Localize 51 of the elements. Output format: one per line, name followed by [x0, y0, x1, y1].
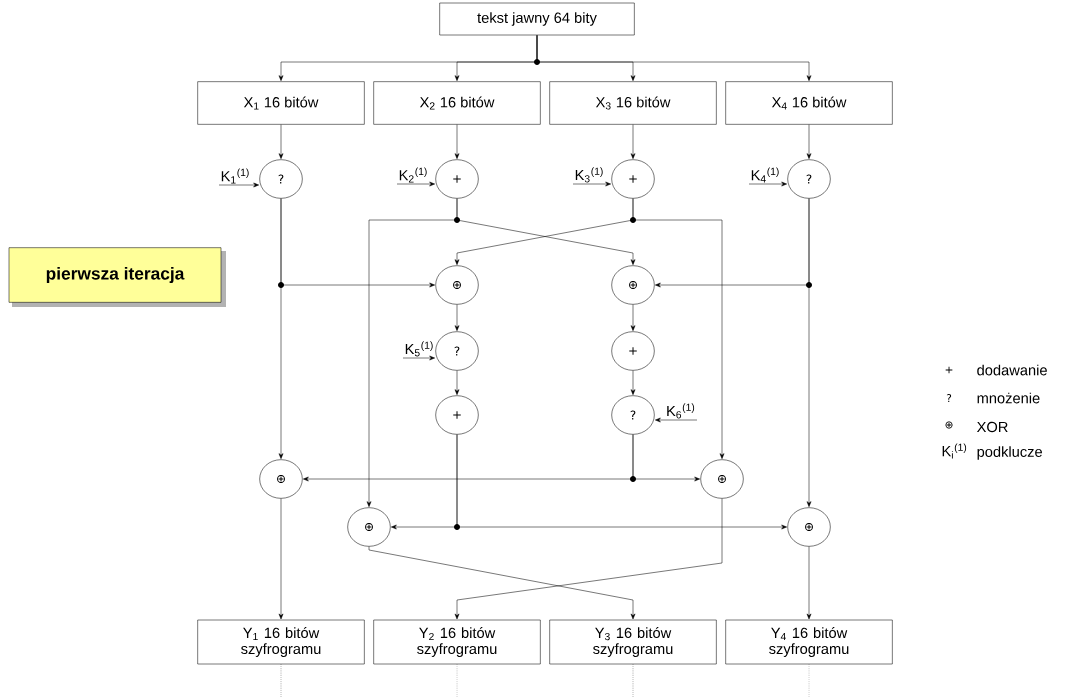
subkey-label: K$_{1}$(1) [221, 168, 249, 184]
arrow [632, 434, 700, 482]
arrow [454, 124, 460, 159]
legend-text: podklucze [977, 446, 1042, 460]
subkey-label: K$_{4}$(1) [751, 167, 779, 183]
arrow [630, 304, 636, 331]
legend-symbol: ⊕ [945, 421, 953, 429]
arrow [368, 546, 636, 620]
legend-symbol: + [945, 366, 953, 374]
dotted-line [632, 664, 634, 697]
arrow [366, 198, 458, 507]
subkey-label: K$_{2}$(1) [399, 167, 427, 183]
legend-symbol: K$_{i}$(1) [942, 443, 967, 459]
legend-symbol: ? [946, 394, 952, 402]
block-box: X$_{1}$ 16 bitów [197, 81, 365, 125]
arrow [806, 198, 812, 507]
dotted-line [280, 664, 282, 697]
arrow [572, 181, 611, 187]
input-box: tekst jawny 64 bity [439, 2, 635, 36]
arrow [655, 417, 698, 423]
subkey-label: K$_{5}$(1) [405, 341, 433, 357]
arrow [630, 124, 636, 159]
iteration-box: pierwsza iteracja [8, 247, 226, 307]
arrow [278, 124, 284, 159]
arrow [748, 181, 787, 187]
output-box: Y$_{4}$ 16 bitów szyfrogramu [725, 619, 893, 665]
arrow [218, 182, 259, 188]
output-box: Y$_{3}$ 16 bitów szyfrogramu [549, 619, 717, 665]
subkey-label: K$_{6}$(1) [667, 403, 695, 419]
arrow [456, 434, 787, 530]
output-box: Y$_{1}$ 16 bitów szyfrogramu [197, 619, 365, 665]
arrow [806, 546, 812, 620]
arrow [278, 498, 284, 620]
arrow [454, 304, 460, 331]
arrow [396, 181, 435, 187]
legend-text: mnożenie [977, 392, 1040, 404]
legend-text: XOR [976, 421, 1008, 433]
block-box: X$_{2}$ 16 bitów [373, 81, 541, 125]
arrow [454, 370, 460, 395]
output-box: Y$_{2}$ 16 bitów szyfrogramu [373, 619, 541, 665]
arrow [454, 498, 723, 620]
arrow [536, 35, 812, 81]
arrow [632, 198, 725, 459]
block-box: X$_{3}$ 16 bitów [549, 81, 717, 125]
block-box: X$_{4}$ 16 bitów [725, 81, 893, 125]
subkey-label: K$_{3}$(1) [575, 167, 603, 183]
arrow [630, 370, 636, 395]
arrow [402, 355, 435, 361]
arrow [806, 124, 812, 159]
arrow [278, 198, 284, 459]
legend-text: dodawanie [977, 364, 1047, 376]
